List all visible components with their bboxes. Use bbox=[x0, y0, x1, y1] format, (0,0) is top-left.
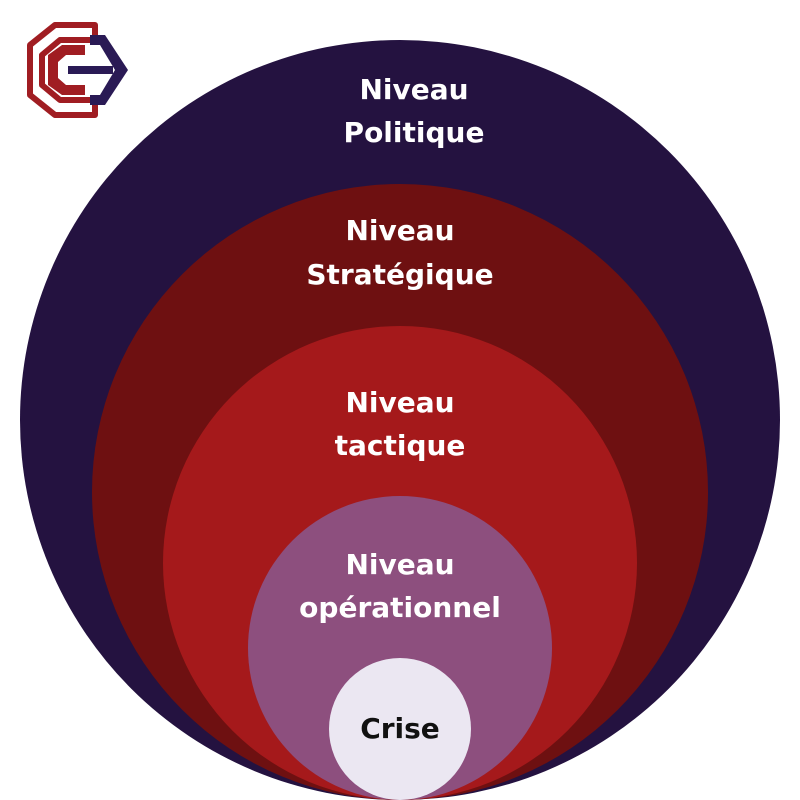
level-strategique-line2: Stratégique bbox=[306, 258, 493, 291]
level-operationnel-line1: Niveau bbox=[345, 548, 454, 581]
crise-circle bbox=[329, 658, 471, 800]
logo-inner-c bbox=[48, 45, 85, 95]
level-tactique-line2: tactique bbox=[335, 429, 466, 462]
level-strategique-line1: Niveau bbox=[345, 214, 454, 247]
crise-label: Crise bbox=[360, 712, 440, 745]
level-politique-line2: Politique bbox=[344, 116, 485, 149]
logo-outer-hexagon bbox=[27, 22, 98, 118]
level-operationnel-circle bbox=[248, 496, 552, 800]
level-tactique-line1: Niveau bbox=[345, 386, 454, 419]
logo bbox=[27, 22, 128, 118]
level-operationnel-line2: opérationnel bbox=[299, 591, 501, 624]
logo-arrow bbox=[90, 35, 128, 105]
logo-bar bbox=[68, 66, 113, 74]
level-politique-line1: Niveau bbox=[359, 73, 468, 106]
